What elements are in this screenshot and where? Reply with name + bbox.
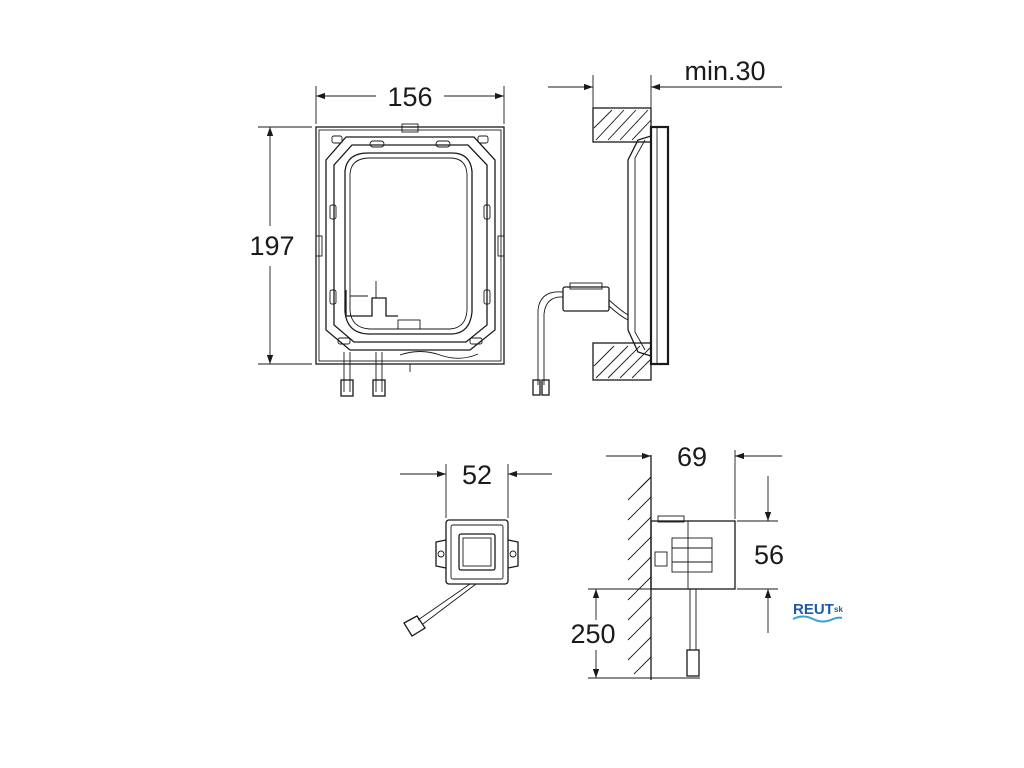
logo-suffix-text: sk xyxy=(834,605,843,614)
dimension-box-depth: 69 xyxy=(606,442,782,519)
dimension-wall-min: min.30 xyxy=(548,56,782,108)
dimension-cable-length: 250 xyxy=(570,588,700,679)
frame-height-label: 197 xyxy=(249,231,294,261)
reut-logo: REUT sk xyxy=(792,601,843,623)
cable-length-label: 250 xyxy=(570,619,615,649)
logo-wave-icon xyxy=(792,615,843,623)
dimension-frame-width: 156 xyxy=(315,82,505,124)
box-width-label: 52 xyxy=(462,460,492,490)
frame-side-view xyxy=(532,107,670,396)
frame-width-label: 156 xyxy=(387,82,432,112)
logo-main-text: REUT xyxy=(793,601,834,618)
box-height-label: 56 xyxy=(754,540,784,570)
dimension-frame-height: 197 xyxy=(249,126,312,365)
box-depth-label: 69 xyxy=(677,442,707,472)
frame-front-view xyxy=(315,123,505,397)
box-side-view xyxy=(627,455,736,680)
dimension-box-height: 56 xyxy=(737,476,784,633)
wall-min-label: min.30 xyxy=(684,56,765,86)
box-front-view xyxy=(403,519,519,637)
dimension-box-width: 52 xyxy=(400,460,552,518)
